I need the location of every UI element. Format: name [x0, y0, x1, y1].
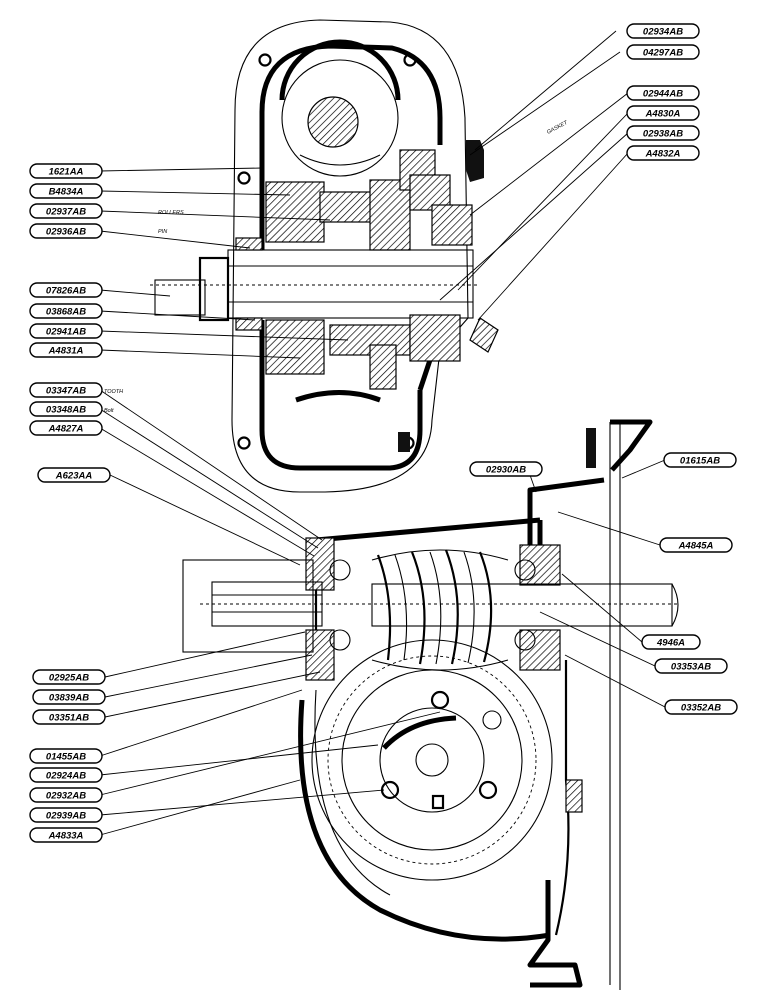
part-label-text: A623AA: [55, 471, 93, 482]
note-bolt: Bolt: [104, 408, 114, 414]
part-label-text: 02937AB: [46, 207, 86, 218]
part-label-text: B4834A: [49, 187, 84, 198]
part-label-B4834A: B4834A: [29, 183, 103, 199]
part-label-03347AB: 03347AB: [29, 382, 103, 398]
part-label-02939AB: 02939AB: [29, 807, 103, 823]
part-label-A4845A: A4845A: [659, 537, 733, 553]
part-label-text: A4845A: [678, 541, 714, 552]
part-label-02932AB: 02932AB: [29, 787, 103, 803]
part-label-text: 02938AB: [643, 129, 683, 140]
part-label-text: 03348AB: [46, 405, 86, 416]
part-label-02944AB: 02944AB: [626, 85, 700, 101]
part-label-4946A: 4946A: [641, 634, 701, 650]
part-label-text: 03839AB: [49, 693, 89, 704]
part-label-03868AB: 03868AB: [29, 303, 103, 319]
part-label-02938AB: 02938AB: [626, 125, 700, 141]
part-labels: 02934AB 04297AB 02944AB A4830A 02938AB A…: [29, 23, 738, 843]
part-label-text: 03347AB: [46, 386, 86, 397]
part-label-text: 02941AB: [46, 327, 86, 338]
part-label-01455AB: 01455AB: [29, 748, 103, 764]
part-label-03353AB: 03353AB: [654, 658, 728, 674]
part-label-text: 02944AB: [643, 89, 683, 100]
note-gasket: GASKET: [546, 120, 569, 136]
part-label-A623AA: A623AA: [37, 467, 111, 483]
part-label-text: 02936AB: [46, 227, 86, 238]
part-label-A4832A: A4832A: [626, 145, 700, 161]
part-label-text: 03353AB: [671, 662, 711, 673]
part-label-text: 07826AB: [46, 286, 86, 297]
part-label-text: 01455AB: [46, 752, 86, 763]
leader-lines: [99, 30, 666, 836]
part-label-text: 03352AB: [681, 703, 721, 714]
part-label-03351AB: 03351AB: [32, 709, 106, 725]
upper-housing: [150, 19, 499, 493]
part-label-text: 02925AB: [49, 673, 89, 684]
part-label-02925AB: 02925AB: [32, 669, 106, 685]
part-label-A4833A: A4833A: [29, 827, 103, 843]
part-label-text: A4832A: [645, 149, 681, 160]
part-label-01615AB: 01615AB: [663, 452, 737, 468]
note-rollers: ROLLERS: [158, 210, 184, 216]
part-label-text: 02939AB: [46, 811, 86, 822]
part-label-text: 4946A: [656, 638, 685, 649]
part-label-text: 02930AB: [486, 465, 526, 476]
part-label-text: A4827A: [48, 424, 84, 435]
lower-housing: [182, 419, 680, 990]
part-label-04297AB: 04297AB: [626, 44, 700, 60]
part-label-03839AB: 03839AB: [32, 689, 106, 705]
part-label-02924AB: 02924AB: [29, 767, 103, 783]
part-label-07826AB: 07826AB: [29, 282, 103, 298]
part-label-A4830A: A4830A: [626, 105, 700, 121]
part-label-text: 04297AB: [643, 48, 683, 59]
annotation-notes: GASKET ROLLERS PIN TOOTH Bolt: [104, 120, 569, 414]
part-label-02937AB: 02937AB: [29, 203, 103, 219]
part-label-text: 03351AB: [49, 713, 89, 724]
part-label-A4827A: A4827A: [29, 420, 103, 436]
part-label-1621AA: 1621AA: [29, 163, 103, 179]
part-label-text: 1621AA: [49, 167, 84, 178]
part-label-02930AB: 02930AB: [469, 461, 543, 477]
part-label-03348AB: 03348AB: [29, 401, 103, 417]
part-label-02934AB: 02934AB: [626, 23, 700, 39]
part-label-A4831A: A4831A: [29, 342, 103, 358]
part-label-02941AB: 02941AB: [29, 323, 103, 339]
note-tooth: TOOTH: [104, 389, 123, 395]
note-pin: PIN: [158, 229, 167, 235]
part-label-text: A4831A: [48, 346, 84, 357]
part-label-text: 02924AB: [46, 771, 86, 782]
part-label-text: 02934AB: [643, 27, 683, 38]
part-label-text: A4833A: [48, 831, 84, 842]
worm-threads: [371, 549, 509, 671]
part-label-text: 03868AB: [46, 307, 86, 318]
part-label-02936AB: 02936AB: [29, 223, 103, 239]
part-label-text: 01615AB: [680, 456, 720, 467]
part-label-03352AB: 03352AB: [664, 699, 738, 715]
part-label-text: 02932AB: [46, 791, 86, 802]
part-label-text: A4830A: [645, 109, 681, 120]
